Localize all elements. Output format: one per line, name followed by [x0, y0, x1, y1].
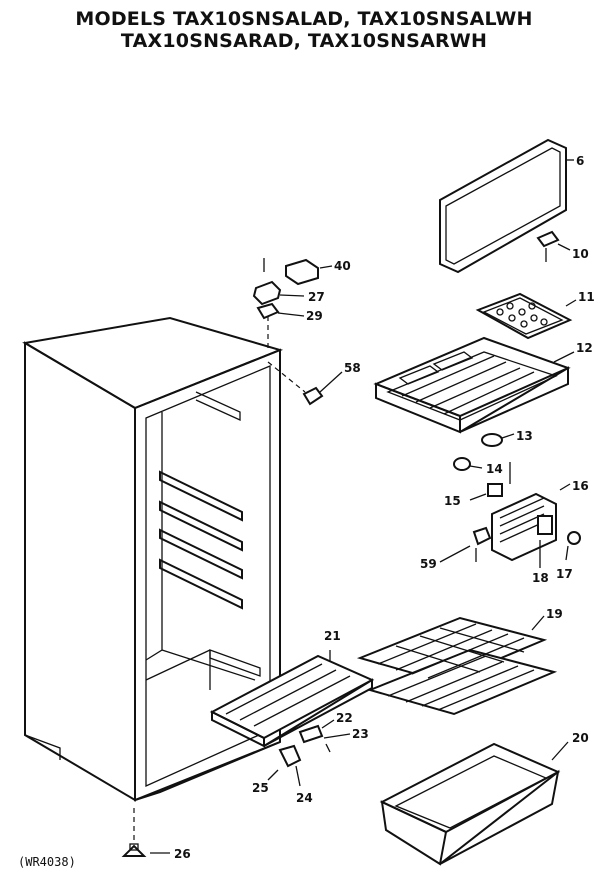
leveling-leg-drawing [121, 843, 170, 857]
callout-59: 59 [420, 557, 437, 571]
callout-19: 19 [546, 607, 563, 621]
callout-27: 27 [308, 290, 325, 304]
diagram-title-line-2: TAX10SNSARAD, TAX10SNSARWH [120, 30, 488, 52]
callout-40: 40 [334, 259, 351, 273]
part-13-lamp [481, 433, 515, 447]
callout-23: 23 [352, 727, 369, 741]
cabinet-drawing [22, 316, 306, 842]
part-58-clip [302, 371, 343, 406]
control-assembly-drawing [439, 462, 581, 568]
callout-58: 58 [344, 361, 361, 375]
callout-12: 12 [576, 341, 593, 355]
callout-16: 16 [572, 479, 589, 493]
drawing-code: (WR4038) [18, 855, 76, 869]
callout-22: 22 [336, 711, 353, 725]
freezer-door-drawing [439, 138, 574, 274]
crisper-drawer-drawing [379, 741, 569, 866]
callout-25: 25 [252, 781, 269, 795]
ice-tray-drawing [475, 292, 577, 340]
callout-26: 26 [174, 847, 191, 861]
callout-20: 20 [572, 731, 589, 745]
callout-18: 18 [532, 571, 549, 585]
diagram-title-line-1: MODELS TAX10SNSALAD, TAX10SNSALWH [75, 8, 533, 30]
callout-6: 6 [576, 154, 584, 168]
callout-13: 13 [516, 429, 533, 443]
glass-shelf-drawing [209, 650, 375, 748]
callout-11: 11 [578, 290, 595, 304]
top-hinge-parts [252, 258, 333, 320]
callout-15: 15 [444, 494, 461, 508]
part-14-bulb [453, 457, 483, 471]
wire-shelves-drawing [356, 615, 558, 716]
callout-14: 14 [486, 462, 503, 476]
callout-29: 29 [306, 309, 323, 323]
callout-17: 17 [556, 567, 573, 581]
part-10-hinge-pin [536, 230, 571, 262]
callout-24: 24 [296, 791, 313, 805]
callout-21: 21 [324, 629, 341, 643]
evaporator-tray-drawing [373, 336, 575, 434]
shelf-bracket-parts [267, 719, 351, 787]
callout-10: 10 [572, 247, 589, 261]
